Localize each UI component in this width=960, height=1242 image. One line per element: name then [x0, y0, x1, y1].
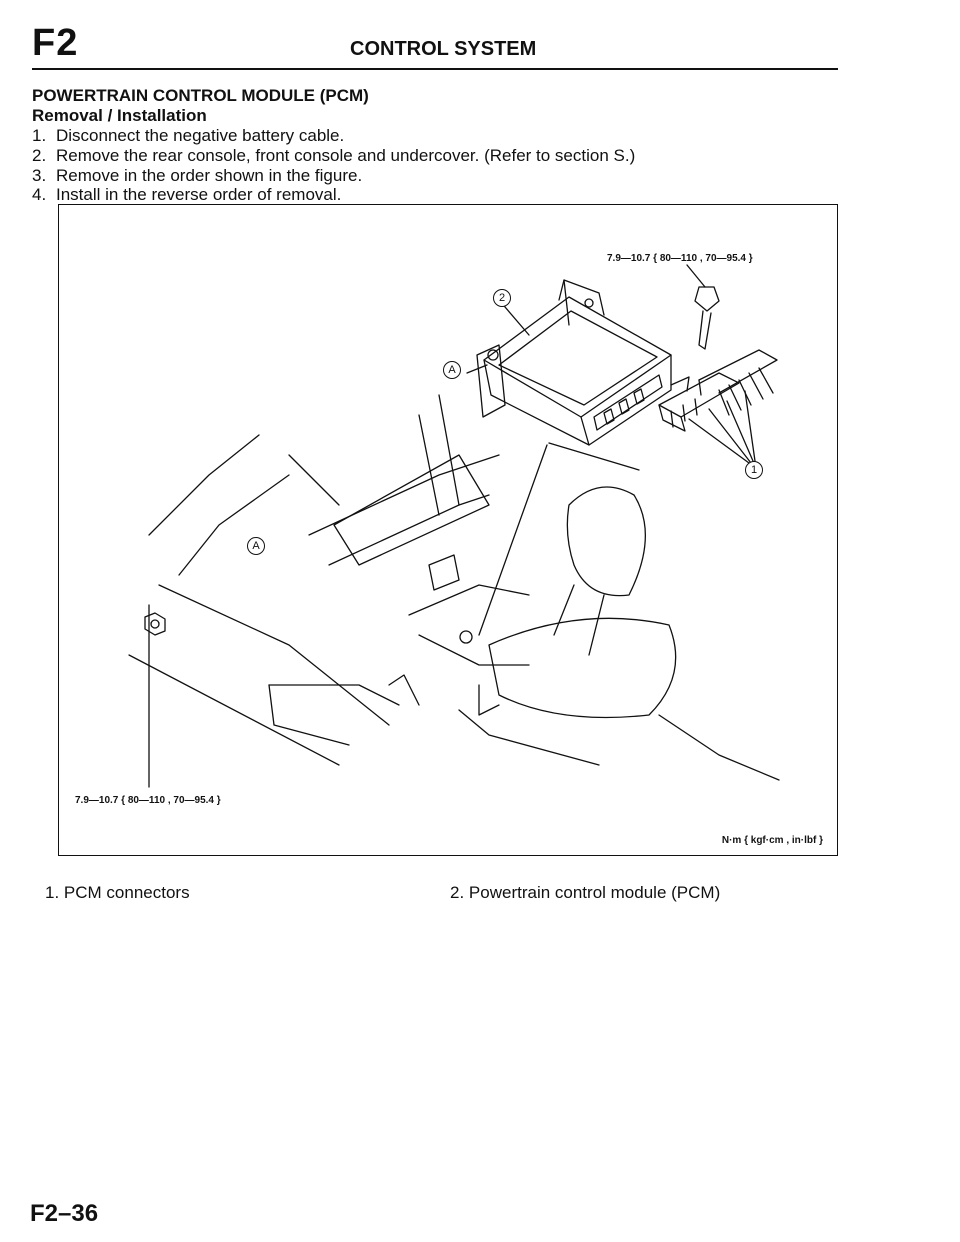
legend-text: Powertrain control module (PCM) [468, 883, 721, 902]
step-text: Remove in the order shown in the figure. [56, 166, 363, 185]
section-code: F2 [32, 22, 79, 64]
torque-spec-bottom: 7.9—10.7 { 80—110 , 70—95.4 } [75, 795, 221, 806]
callout-pcm: 2 [493, 289, 511, 307]
legend-number: 1. [45, 883, 60, 902]
legend-text: PCM connectors [63, 883, 190, 902]
bolt-drawing [686, 264, 720, 350]
pcm-module-drawing [476, 279, 690, 446]
running-title: CONTROL SYSTEM [350, 38, 537, 60]
step-number: 2. [32, 146, 47, 165]
step-item: 1. Disconnect the negative battery cable. [32, 126, 344, 146]
torque-spec-top: 7.9—10.7 { 80—110 , 70—95.4 } [607, 253, 753, 264]
leader-line [548, 442, 640, 471]
nut-drawing [144, 612, 166, 636]
legend-item: 1. PCM connectors [45, 883, 190, 903]
figure-line-art [128, 264, 780, 788]
step-number: 3. [32, 166, 47, 185]
legend-number: 2. [450, 883, 465, 902]
header-rule [32, 68, 838, 70]
installation-figure: 7.9—10.7 { 80—110 , 70—95.4 } 7.9—10.7 {… [58, 204, 838, 856]
step-text: Install in the reverse order of removal. [56, 185, 342, 204]
page-number: F2–36 [30, 1200, 99, 1227]
console-drawing [128, 394, 600, 766]
pcm-connectors-drawing [658, 349, 778, 464]
step-number: 1. [32, 126, 47, 145]
shift-lever-drawing [478, 486, 780, 781]
callout-connectors: 1 [745, 461, 763, 479]
step-item: 4. Install in the reverse order of remova… [32, 185, 341, 205]
procedure-subheading: Removal / Installation [32, 106, 207, 125]
callout-bracket-a: A [443, 361, 461, 379]
step-item: 3. Remove in the order shown in the figur… [32, 166, 362, 186]
leader-line [466, 364, 488, 374]
section-heading: POWERTRAIN CONTROL MODULE (PCM) [32, 86, 369, 105]
legend-item: 2. Powertrain control module (PCM) [450, 883, 720, 903]
step-text: Disconnect the negative battery cable. [56, 126, 345, 145]
torque-unit-note: N·m { kgf·cm , in·lbf } [721, 835, 823, 846]
callout-bracket-a: A [247, 537, 265, 555]
step-text: Remove the rear console, front console a… [56, 146, 636, 165]
step-number: 4. [32, 185, 47, 204]
leader-line [478, 444, 548, 636]
step-item: 2. Remove the rear console, front console… [32, 146, 635, 166]
